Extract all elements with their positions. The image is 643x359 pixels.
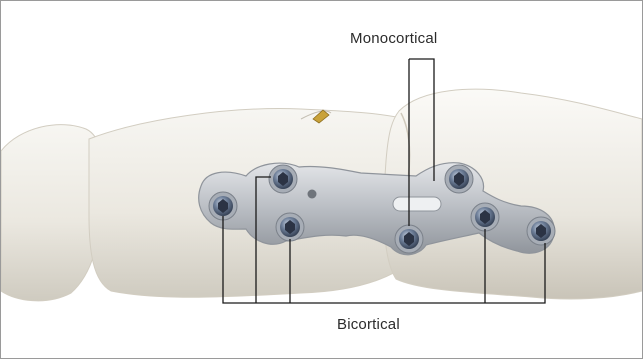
screw-7 bbox=[527, 217, 555, 245]
monocortical-label: Monocortical bbox=[350, 30, 437, 47]
monocortical-leader-tie bbox=[409, 59, 434, 71]
screw-1 bbox=[209, 192, 237, 220]
screw-2 bbox=[269, 165, 297, 193]
left-bone bbox=[1, 125, 104, 301]
screw-6 bbox=[471, 203, 499, 231]
bicortical-label: Bicortical bbox=[337, 316, 400, 333]
screw-4 bbox=[395, 225, 423, 253]
screw-5 bbox=[445, 165, 473, 193]
screw-3 bbox=[276, 213, 304, 241]
